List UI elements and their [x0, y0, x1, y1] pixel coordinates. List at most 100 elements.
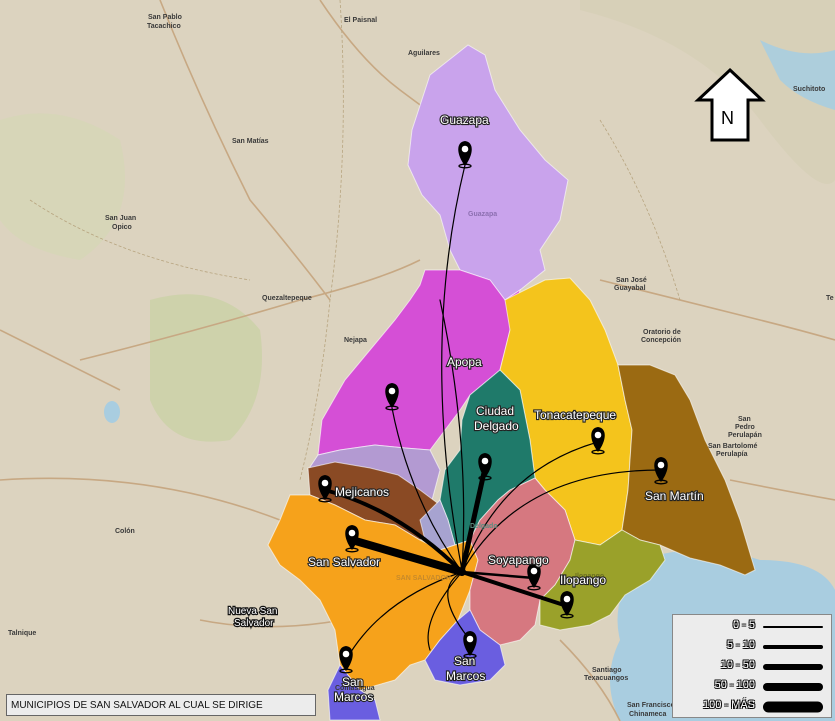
label-san-marcos: San	[454, 654, 475, 668]
label-ciudad: Ciudad	[476, 404, 514, 418]
map-title: MUNICIPIOS DE SAN SALVADOR AL CUAL SE DI…	[6, 694, 316, 716]
place-label: San José	[616, 277, 647, 284]
legend-line	[763, 645, 823, 649]
place-label: Pedro	[735, 424, 755, 431]
pin-icon-san-marcos-2[interactable]	[339, 646, 353, 674]
place-label: Guazapa	[468, 211, 497, 218]
pin-icon-soyapango[interactable]	[527, 563, 541, 591]
reservoir	[760, 40, 835, 110]
place-label: San Pablo	[148, 14, 182, 21]
green-area	[0, 113, 125, 260]
flow-line-soyapango	[460, 570, 536, 580]
pin-icon-mejicanos[interactable]	[318, 475, 332, 503]
flow-line-guazapa	[441, 164, 466, 571]
legend: 0 - 5 5 - 10 10 - 50 50 - 100 100 - MÁS	[672, 614, 832, 718]
region-san-marcos-2[interactable]	[327, 664, 381, 721]
legend-line	[763, 683, 823, 691]
legend-label: 100 - MÁS	[703, 699, 755, 711]
pin-icon-san-salvador[interactable]	[345, 525, 359, 553]
place-label: Concepción	[641, 337, 681, 344]
label-guazapa: Guazapa	[440, 113, 489, 127]
label-mejicanos: Mejicanos	[335, 485, 389, 499]
place-label: Texacuangos	[584, 675, 628, 682]
place-label: Perulapán	[728, 432, 762, 439]
flow-line-apopa-2	[439, 299, 465, 573]
flow-line-tonacatepeque	[461, 441, 599, 573]
flow-line-san-martin	[461, 469, 661, 573]
legend-item: 100 - MÁS	[673, 697, 833, 717]
place-label: Ilopango	[575, 573, 604, 580]
flow-line-ciudad-delgado	[459, 465, 488, 575]
legend-label: 0 - 5	[732, 619, 755, 631]
region-san-martin[interactable]	[617, 364, 756, 576]
flow-line-apopa	[391, 407, 463, 573]
place-label: San Francisco	[627, 702, 675, 709]
pins	[318, 141, 668, 674]
pin-icon-tonacatepeque[interactable]	[591, 427, 605, 455]
label-ilopango: Ilopango	[560, 573, 606, 587]
place-label: Perulapía	[716, 451, 748, 458]
small-lake	[104, 401, 120, 423]
municipality-labels: Guazapa Apopa Ciudad Delgado Tonacatepeq…	[307, 112, 705, 705]
flow-line-south	[427, 571, 463, 651]
place-label: Salvador	[234, 618, 274, 629]
place-label: San	[738, 416, 751, 423]
label-tonacatepeque: Tonacatepeque	[534, 408, 616, 422]
place-label: Suchitoto	[793, 86, 825, 93]
place-label: SAN SALVADOR	[396, 575, 451, 582]
legend-item: 5 - 10	[673, 637, 833, 657]
flow-line-mejicanos	[323, 488, 464, 574]
place-label: Te	[826, 295, 834, 302]
pin-icon-san-marcos[interactable]	[463, 631, 477, 659]
place-label: Delgado	[470, 523, 498, 530]
flow-line-san-salvador	[348, 536, 466, 576]
place-label: Nejapa	[344, 337, 367, 344]
boundaries	[29, 0, 681, 481]
label-soyapango: Soyapango	[488, 553, 549, 567]
pin-icon-apopa[interactable]	[385, 383, 399, 411]
region-guazapa[interactable]	[407, 44, 569, 301]
place-label: Talnique	[8, 630, 36, 637]
place-label: San Bartolomé	[708, 443, 758, 450]
flow-line-san-marcos-2	[345, 571, 463, 661]
legend-line	[763, 664, 823, 670]
place-label: Colón	[115, 528, 135, 535]
pin-icon-san-martin[interactable]	[654, 457, 668, 485]
label-san-marcos-2: Marcos	[334, 690, 373, 704]
label-san-marcos-2: San	[342, 675, 363, 689]
pin-icon-ilopango[interactable]	[560, 591, 574, 619]
legend-item: 10 - 50	[673, 657, 833, 677]
pin-icon-guazapa[interactable]	[458, 141, 472, 169]
legend-item: 0 - 5	[673, 617, 833, 637]
place-label: Quezaltepeque	[262, 295, 312, 302]
place-label: Guayabal	[614, 285, 646, 292]
place-label: El Paisnal	[344, 17, 377, 24]
legend-label: 50 - 100	[714, 679, 755, 691]
legend-label: 5 - 10	[726, 639, 755, 651]
pin-icon-ciudad-delgado[interactable]	[478, 453, 492, 481]
place-label: Chinameca	[629, 711, 666, 718]
flow-line-ilopango	[460, 570, 569, 608]
region-san-marcos[interactable]	[424, 609, 506, 686]
place-label: Comasagua	[335, 685, 375, 692]
place-label: Tacachico	[147, 23, 181, 30]
legend-line	[763, 701, 823, 713]
place-label: San Matías	[232, 138, 269, 145]
legend-line	[763, 626, 823, 628]
legend-label: 10 - 50	[720, 659, 755, 671]
label-delgado: Delgado	[474, 419, 519, 433]
place-label: Nueva San	[228, 606, 277, 617]
label-san-salvador: San Salvador	[308, 555, 380, 569]
place-label: Oratorio de	[643, 329, 681, 336]
label-san-martin: San Martín	[645, 489, 704, 503]
label-apopa: Apopa	[447, 355, 482, 369]
north-arrow-icon: N	[694, 67, 766, 142]
legend-item: 50 - 100	[673, 677, 833, 697]
label-san-marcos: Marcos	[446, 669, 485, 683]
place-label: San Juan	[105, 215, 136, 222]
place-label: Opico	[112, 224, 132, 231]
flow-lines	[323, 164, 661, 661]
base-labels: San Pablo Tacachico El Paisnal Aguilares…	[8, 14, 834, 718]
north-label: N	[721, 108, 734, 128]
